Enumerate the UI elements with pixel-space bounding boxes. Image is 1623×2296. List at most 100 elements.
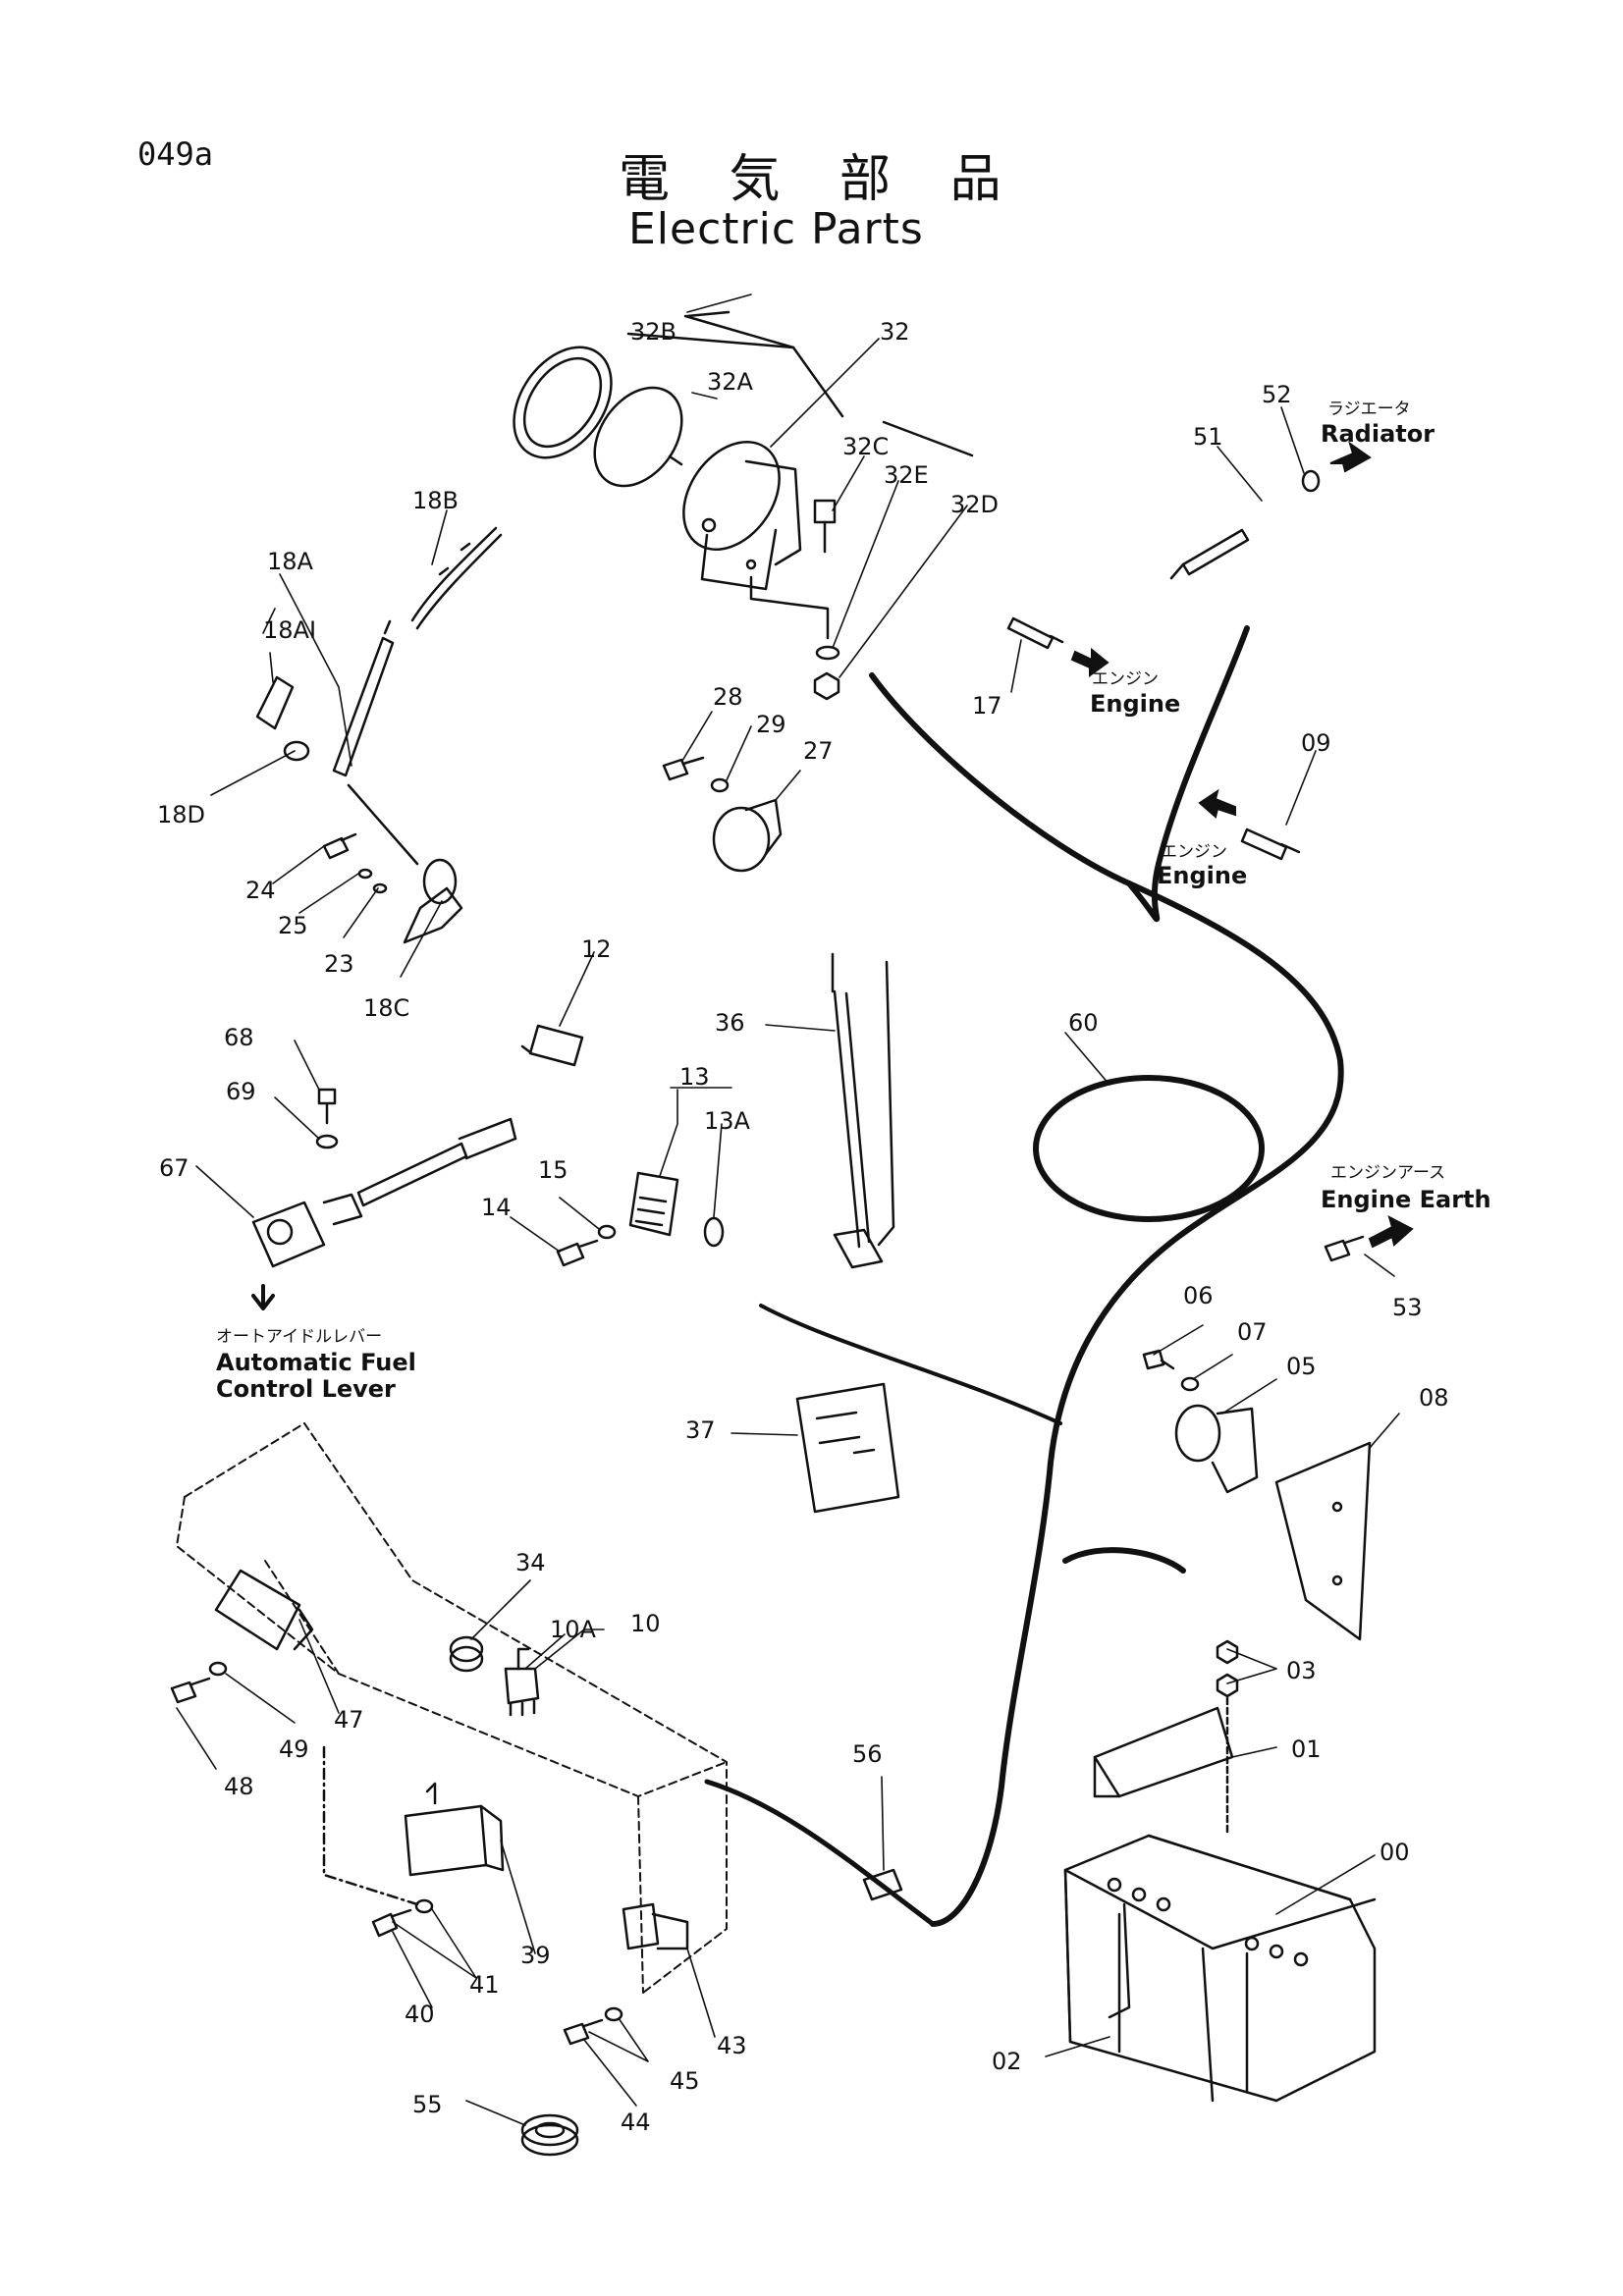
label-28: 28 xyxy=(713,683,743,711)
battery-bracket-01 xyxy=(1093,1706,1234,1798)
label-67: 67 xyxy=(159,1154,189,1182)
label-51: 51 xyxy=(1193,423,1223,451)
bulb-13a xyxy=(703,1216,725,1248)
lamp-housing-13 xyxy=(628,1171,679,1237)
label-55: 55 xyxy=(412,2091,443,2118)
auto-fuel-jp: オートアイドルレバー xyxy=(216,1327,382,1347)
work-light-washer-32e xyxy=(815,645,840,661)
label-32: 32 xyxy=(880,318,910,346)
label-52: 52 xyxy=(1262,381,1292,408)
label-60: 60 xyxy=(1068,1009,1099,1037)
label-06: 06 xyxy=(1183,1282,1214,1309)
label-00: 00 xyxy=(1380,1839,1410,1866)
part-labels: 32B 32 32A 32C 32E 32D 52 51 18B 18A 18A… xyxy=(157,318,1449,2136)
label-05: 05 xyxy=(1286,1353,1317,1380)
work-light-nut-32d xyxy=(813,671,840,701)
label-10a: 10A xyxy=(550,1616,597,1643)
washer-29 xyxy=(710,777,730,793)
label-47: 47 xyxy=(334,1706,364,1734)
wiper-nut-18d xyxy=(283,740,310,762)
label-18a: 18A xyxy=(267,548,314,575)
label-53: 53 xyxy=(1392,1294,1423,1321)
antenna-36 xyxy=(831,952,895,1269)
component-47 xyxy=(214,1569,314,1651)
label-69: 69 xyxy=(226,1078,256,1105)
wiper-arm-18a xyxy=(332,619,395,777)
label-07: 07 xyxy=(1237,1318,1268,1346)
label-41: 41 xyxy=(469,1971,500,1999)
key-switch-10 xyxy=(504,1647,540,1717)
page-code: 049a xyxy=(137,135,214,173)
wiper-blade-18b xyxy=(410,526,503,630)
label-13a: 13A xyxy=(704,1107,751,1135)
relay-43 xyxy=(622,1902,689,1950)
engine2-en: Engine xyxy=(1157,862,1247,889)
clamp-56 xyxy=(862,1868,903,1901)
washer-15 xyxy=(597,1224,617,1240)
label-56: 56 xyxy=(852,1740,883,1768)
label-32c: 32C xyxy=(842,433,889,460)
label-29: 29 xyxy=(756,711,786,738)
label-36: 36 xyxy=(715,1009,745,1037)
bolt-06 xyxy=(1142,1349,1175,1370)
label-03: 03 xyxy=(1286,1657,1317,1684)
bolt-68 xyxy=(317,1088,337,1125)
radiator-jp: ラジエータ xyxy=(1327,400,1411,419)
auto-fuel-en-1: Automatic Fuel xyxy=(216,1349,416,1376)
bracket-08 xyxy=(1274,1441,1372,1641)
washer-23 xyxy=(372,882,388,894)
label-68: 68 xyxy=(224,1024,254,1051)
label-32e: 32E xyxy=(884,461,929,489)
label-18b: 18B xyxy=(412,487,459,514)
label-32d: 32D xyxy=(950,491,999,518)
label-40: 40 xyxy=(405,2001,435,2028)
screw-40 xyxy=(371,1908,412,1938)
switch-12 xyxy=(520,1024,584,1067)
washer-25 xyxy=(357,868,373,880)
label-18c: 18C xyxy=(363,994,409,1022)
engine-earth-en: Engine Earth xyxy=(1321,1186,1491,1213)
label-02: 02 xyxy=(992,2048,1022,2075)
label-17: 17 xyxy=(972,692,1002,720)
cab-outline xyxy=(176,1422,728,1994)
engine-earth-jp: エンジンアース xyxy=(1330,1163,1445,1183)
label-44: 44 xyxy=(621,2109,651,2136)
title-english: Electric Parts xyxy=(628,204,924,254)
label-45: 45 xyxy=(670,2067,700,2095)
sensor-09 xyxy=(1240,828,1301,861)
washer-49 xyxy=(208,1661,228,1677)
bolt-28 xyxy=(662,756,705,781)
washer-07 xyxy=(1180,1376,1200,1392)
nut-03 xyxy=(1216,1639,1239,1698)
label-49: 49 xyxy=(279,1735,309,1763)
grommet-34 xyxy=(449,1635,484,1673)
wiper-cover-18ai xyxy=(255,675,295,730)
label-25: 25 xyxy=(278,912,308,939)
engine1-en: Engine xyxy=(1090,690,1180,718)
label-15: 15 xyxy=(538,1156,568,1184)
work-lamp-37 xyxy=(795,1382,900,1514)
label-39: 39 xyxy=(520,1942,551,1969)
sensor-05 xyxy=(1174,1404,1259,1494)
label-32a: 32A xyxy=(707,368,754,396)
label-27: 27 xyxy=(803,737,834,765)
washer-69 xyxy=(315,1134,339,1149)
label-18ai: 18AI xyxy=(263,616,316,644)
work-light-body-32 xyxy=(682,441,802,591)
annotations: ラジエータ Radiator エンジン Engine エンジン Engine エ… xyxy=(216,400,1491,1403)
bolt-48 xyxy=(170,1677,211,1704)
label-18d: 18D xyxy=(157,801,205,828)
label-23: 23 xyxy=(324,950,354,978)
battery-00 xyxy=(1063,1834,1377,2103)
label-48: 48 xyxy=(224,1773,254,1800)
washer-41 xyxy=(414,1898,434,1914)
label-08: 08 xyxy=(1419,1384,1449,1412)
rod-02 xyxy=(1108,1902,1131,2019)
wiper-motor-18c xyxy=(403,858,463,944)
horn-27 xyxy=(712,798,783,873)
washer-45 xyxy=(604,2006,623,2022)
label-32b: 32B xyxy=(630,318,676,346)
work-light-bolt-32c xyxy=(813,499,837,554)
wire-harness-60 xyxy=(704,625,1344,1927)
